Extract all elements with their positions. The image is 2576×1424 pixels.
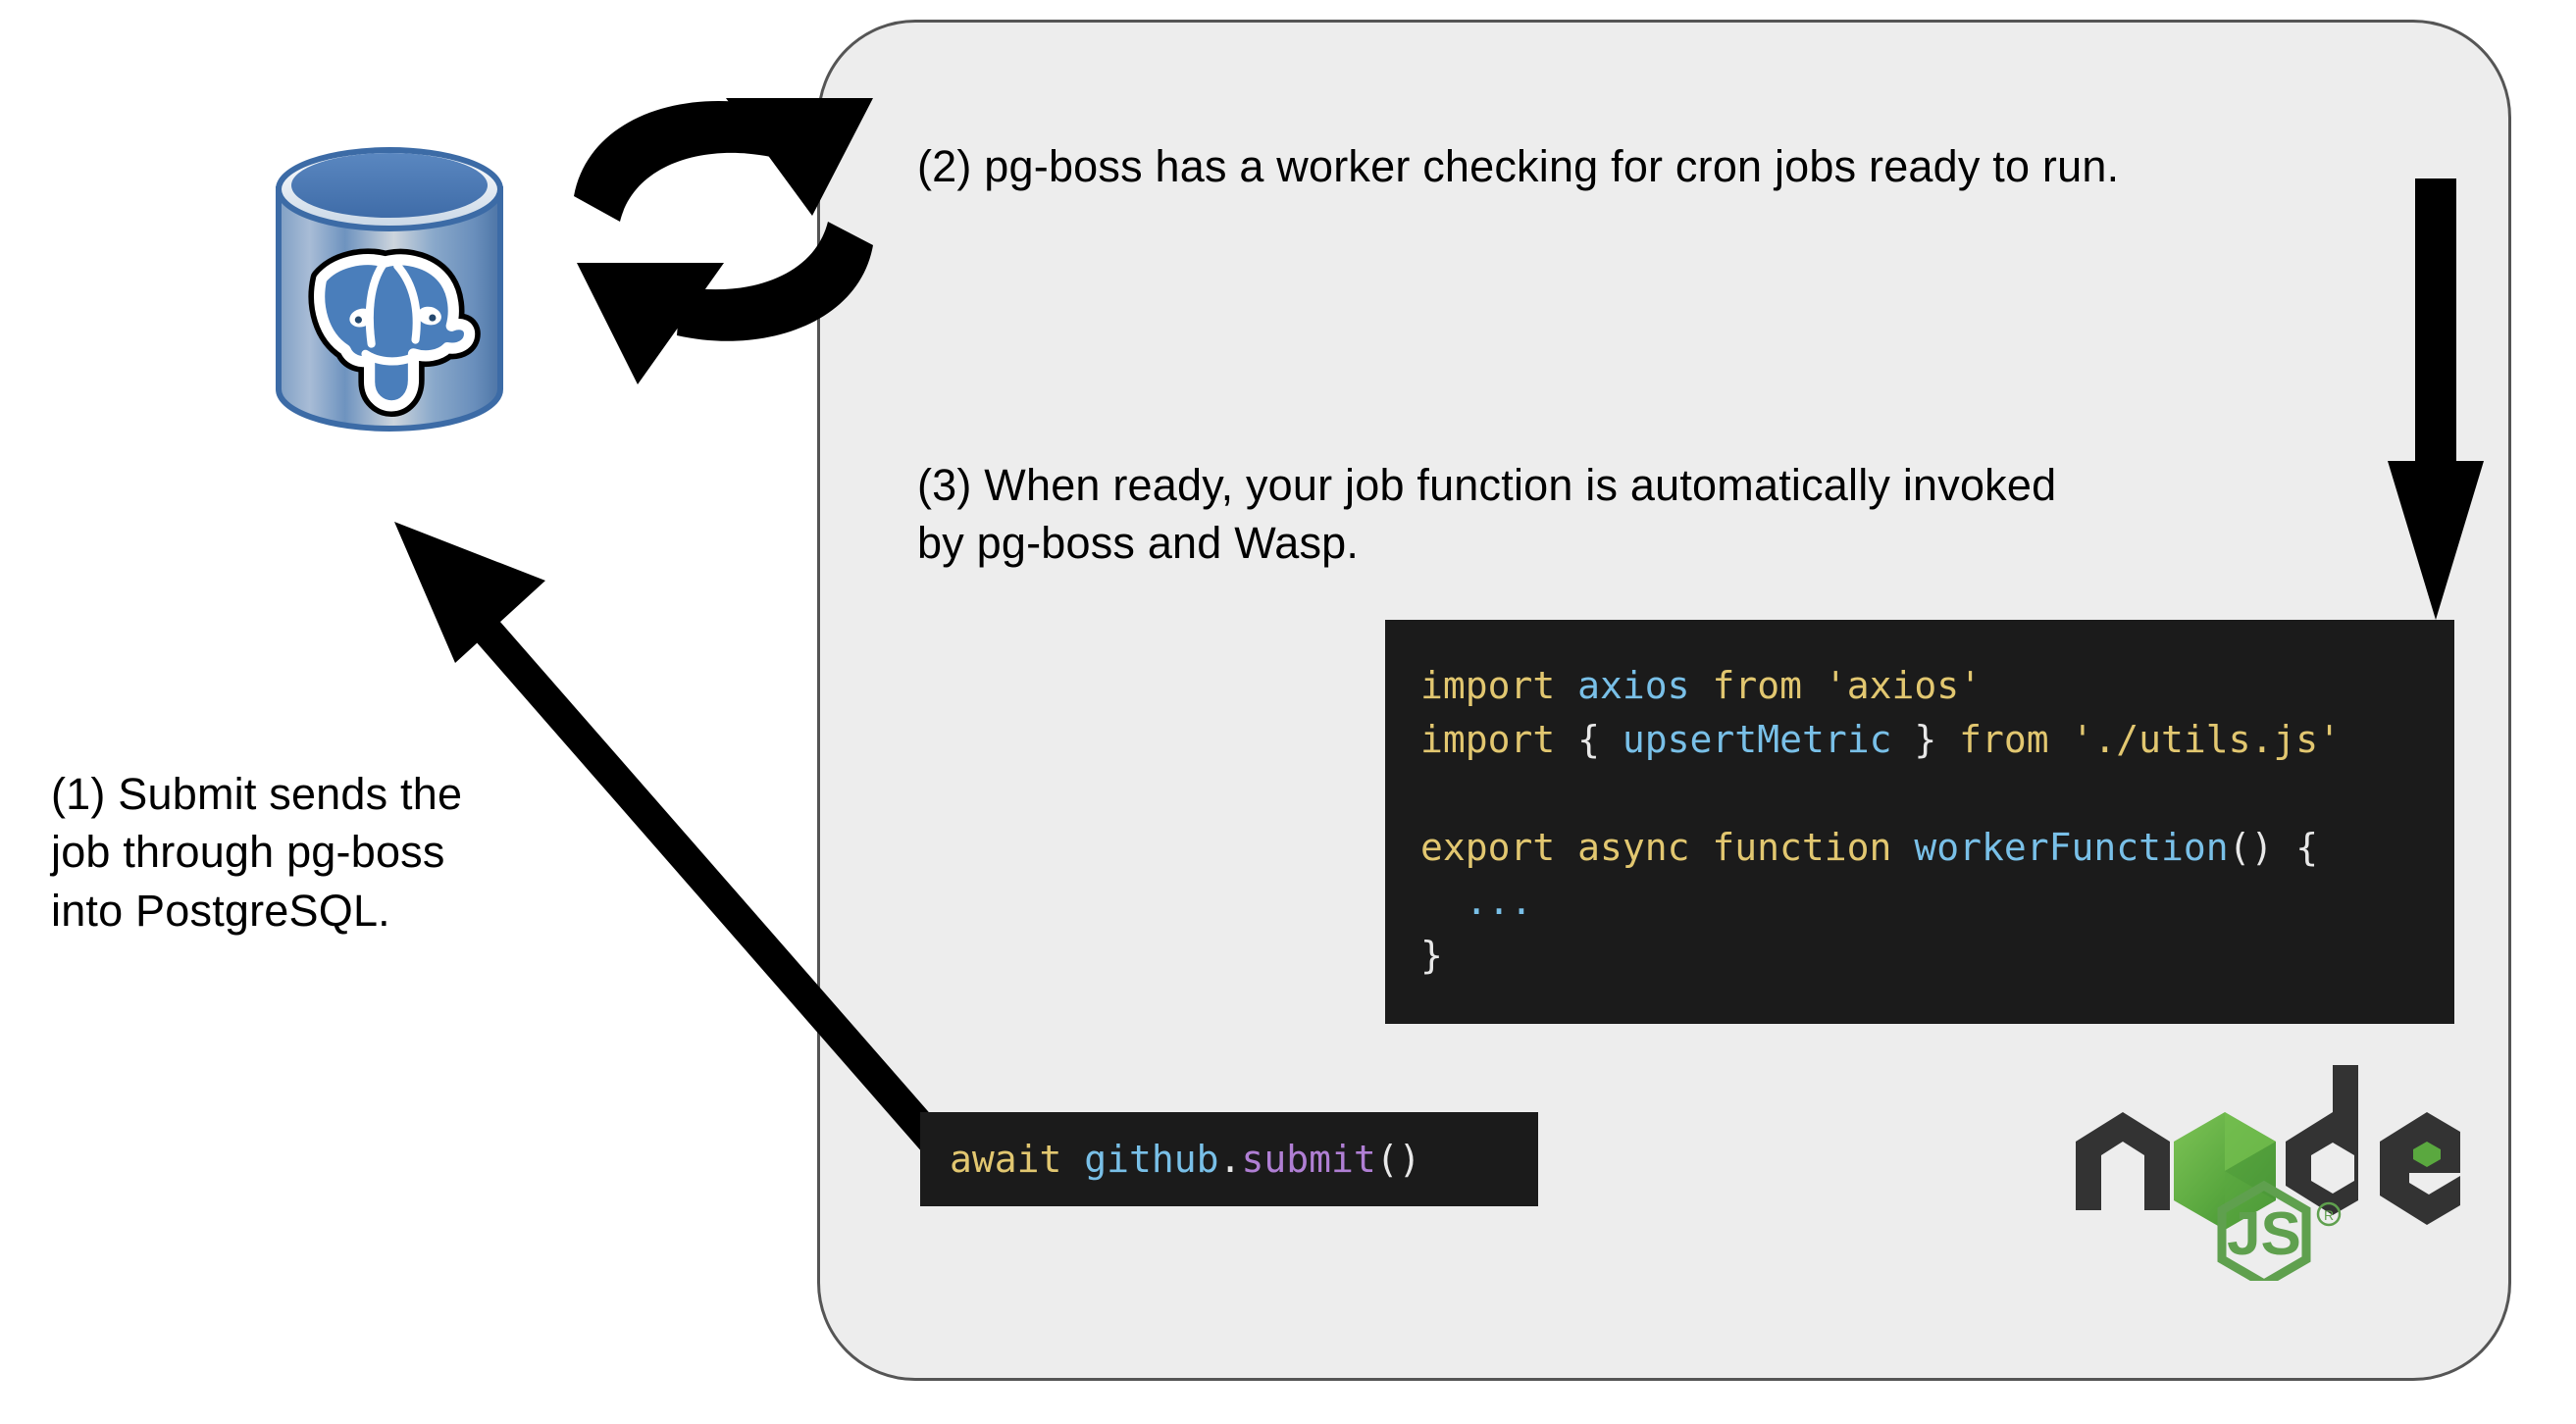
code-token: submit [1241,1138,1376,1181]
code-token: from [1959,718,2072,761]
step-3-label: (3) When ready, your job function is aut… [917,460,2057,569]
code-token: axios [1577,664,1713,707]
code-token: () { [2228,826,2319,869]
code-token: () [1375,1138,1421,1181]
worker-function-code: import axios from 'axios' import { upser… [1385,620,2454,1024]
code-token: . [1218,1138,1242,1181]
code-token: import [1420,664,1578,707]
code-token: from [1712,664,1825,707]
code-token: './utils.js' [2071,718,2342,761]
code-token: ... [1420,880,1533,923]
code-token: github [1084,1138,1219,1181]
code-token: upsertMetric [1622,718,1915,761]
code-token: } [1420,934,1443,977]
nodejs-logo: JS R [2068,1065,2460,1290]
submit-call-code: await github.submit() [920,1112,1538,1206]
code-token: } [1914,718,1960,761]
svg-text:R: R [2324,1207,2334,1223]
step-1-label: (1) Submit sends the job through pg-boss… [51,769,463,936]
code-token: import [1420,718,1578,761]
code-token: workerFunction [1914,826,2229,869]
svg-text:JS: JS [2227,1200,2301,1268]
step-2-label: (2) pg-boss has a worker checking for cr… [917,141,2120,191]
code-token: export async function [1420,826,1915,869]
code-token: { [1577,718,1623,761]
code-token: 'axios' [1824,664,1982,707]
code-token: await [950,1138,1085,1181]
postgresql-database-icon [257,142,522,436]
